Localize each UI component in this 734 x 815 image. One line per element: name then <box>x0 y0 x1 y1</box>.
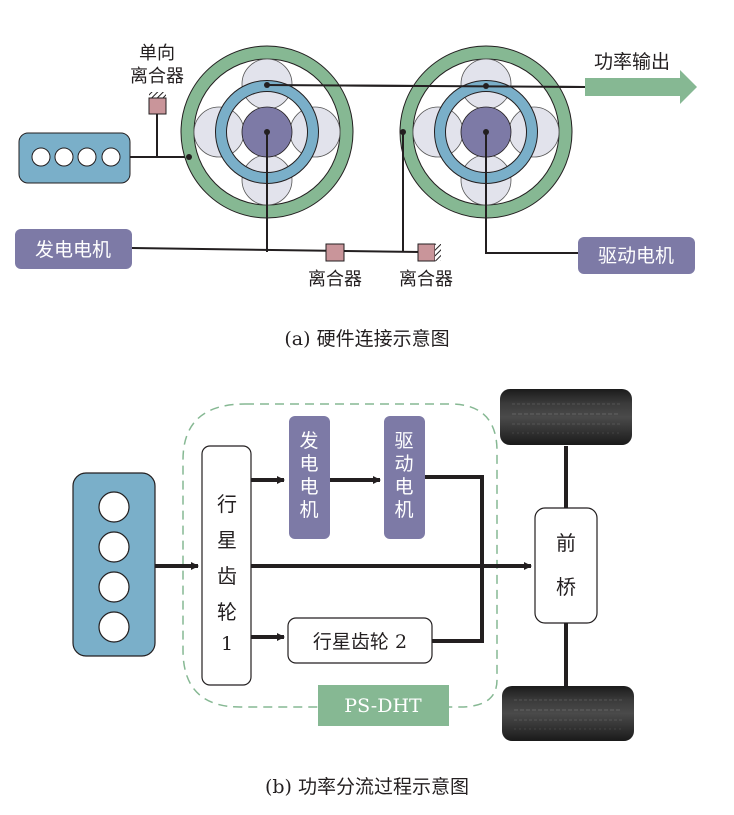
power-output-arrow <box>585 70 697 104</box>
clutch-2-label: 离合器 <box>399 269 453 290</box>
ground-hatch-icon <box>435 244 441 261</box>
tire-front-top <box>500 389 632 445</box>
cylinder-icon <box>101 147 121 167</box>
cylinder-icon <box>98 531 130 563</box>
drive-motor-char: 动 <box>394 453 413 475</box>
planetary-gear-1-char: 1 <box>221 633 233 655</box>
power-output-label: 功率输出 <box>594 51 670 73</box>
ground-hatch-icon <box>149 92 166 99</box>
drive-motor-char: 电 <box>394 476 413 498</box>
engine-b <box>72 472 156 657</box>
planetary-gear-2-box <box>287 617 433 664</box>
front-axle-box <box>534 507 598 624</box>
drive-motor-char: 驱 <box>394 430 413 452</box>
cylinder-icon <box>31 147 51 167</box>
generator-box <box>289 416 330 539</box>
tire-front-bottom <box>502 686 634 741</box>
ps-dht-badge <box>318 685 449 726</box>
generator-line <box>131 247 421 253</box>
planetary-gear-2-label: 行星齿轮 2 <box>313 631 407 653</box>
ps-dht-label: PS-DHT <box>344 695 422 717</box>
cylinder-icon <box>98 571 130 603</box>
front-axle-char: 前 <box>556 531 576 555</box>
front-axle-char: 桥 <box>556 575 576 599</box>
cylinder-icon <box>54 147 74 167</box>
generator-char: 电 <box>299 476 318 498</box>
generator-char: 电 <box>299 453 318 475</box>
one-way-clutch-label-line2: 离合器 <box>130 66 184 87</box>
clutch-2 <box>417 243 436 262</box>
generator-char: 发 <box>299 430 318 452</box>
figure-b: 行 星 齿 轮 1 发 电 电 机 驱 动 电 机 行星齿轮 2 前 桥 PS-… <box>72 389 634 798</box>
figure-a: 单向 离合器 功率输出 发电电机 驱动电机 离合器 离合器 (a) 硬件连接示意… <box>15 43 697 350</box>
generator-label: 发电电机 <box>35 239 111 261</box>
one-way-clutch-label-line1: 单向 <box>139 43 175 64</box>
clutch-1-label: 离合器 <box>308 269 362 290</box>
clutch-1 <box>325 243 345 262</box>
cylinder-icon <box>98 611 130 643</box>
clutch-block <box>148 97 167 115</box>
generator-box <box>15 229 132 269</box>
planetary-gear-1-box <box>201 445 252 686</box>
drive-motor-box <box>384 416 425 539</box>
carrier-output-line-front <box>265 84 586 88</box>
caption-a: (a) 硬件连接示意图 <box>284 328 449 350</box>
planetary-gear-1-char: 星 <box>217 528 237 552</box>
ps-dht-boundary <box>182 403 498 708</box>
generator-char: 机 <box>299 499 318 521</box>
motor-pg2-return-line <box>425 475 484 643</box>
power-flow-lines <box>155 475 532 643</box>
drive-motor-label: 驱动电机 <box>598 245 674 267</box>
cylinder-icon <box>77 147 97 167</box>
planetary-gear-1-char: 行 <box>217 492 237 516</box>
planetary-gear-1-char: 轮 <box>217 600 237 624</box>
drive-motor-box <box>578 237 695 274</box>
caption-b: (b) 功率分流过程示意图 <box>265 776 469 798</box>
drive-motor-char: 机 <box>394 499 413 521</box>
joint-dot <box>186 154 192 160</box>
planetary-gear-1-char: 齿 <box>217 564 237 588</box>
engine-a <box>18 132 131 184</box>
cylinder-icon <box>98 491 130 523</box>
one-way-clutch <box>148 92 167 115</box>
